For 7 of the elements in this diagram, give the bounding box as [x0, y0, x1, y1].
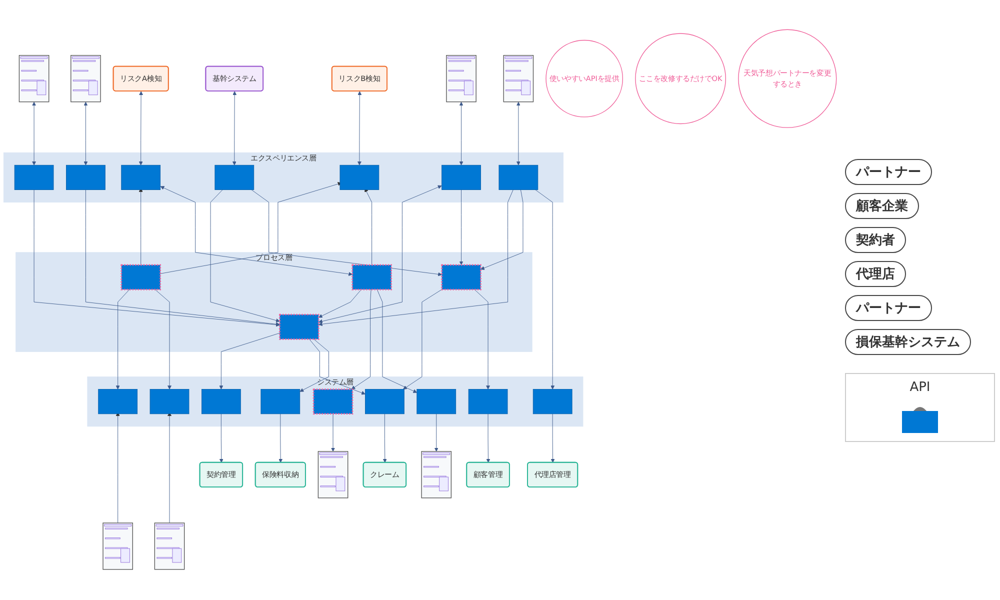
- group-label: 代理店: [845, 260, 906, 286]
- legend-text: API: [910, 380, 930, 394]
- group-label: 損保基幹システム: [845, 328, 971, 354]
- group-label: 顧客企業: [845, 192, 919, 218]
- group-label: パートナー: [845, 158, 932, 184]
- group-label: 契約者: [845, 226, 906, 252]
- group-label: パートナー: [845, 294, 932, 320]
